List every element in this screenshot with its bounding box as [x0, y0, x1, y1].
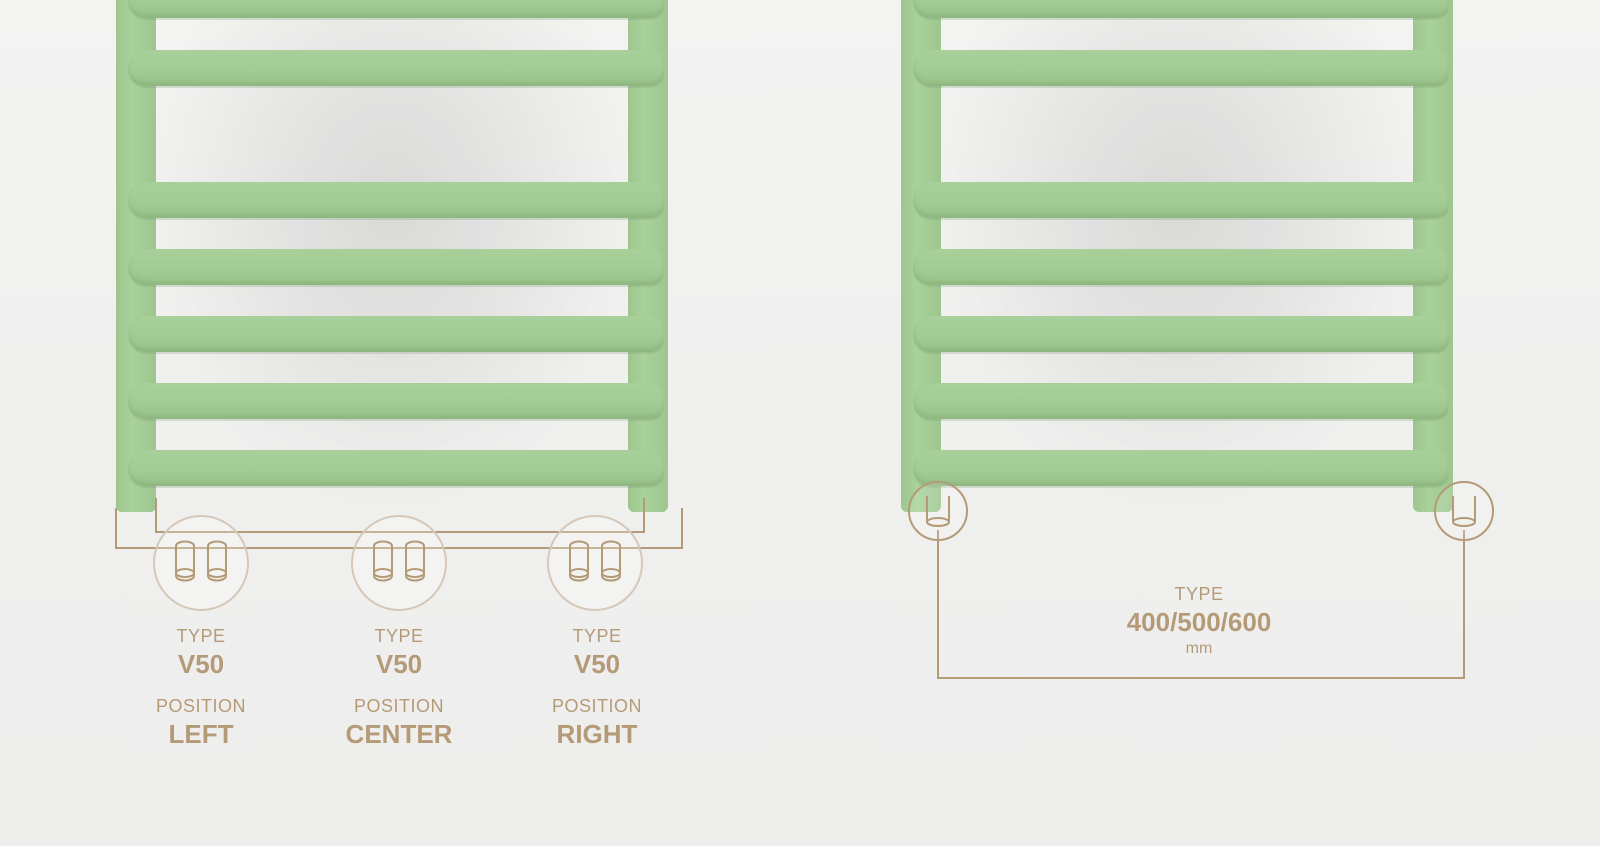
type-value: V50	[375, 649, 423, 679]
option-left: TYPE V50 POSITION LEFT	[131, 626, 271, 750]
radiator-bar	[913, 50, 1449, 86]
radiator-bar	[128, 383, 664, 419]
position-label: POSITION	[551, 696, 642, 716]
dimension-line-outer	[115, 508, 683, 549]
radiator-bar	[913, 383, 1449, 419]
connection-left	[908, 481, 968, 541]
spacing-value: 400/500/600	[1126, 607, 1272, 637]
position-value: CENTER	[345, 719, 453, 749]
position-value: LEFT	[168, 719, 234, 749]
option-right: TYPE V50 POSITION RIGHT	[527, 626, 667, 750]
position-value: RIGHT	[556, 719, 638, 749]
radiator-bar	[913, 316, 1449, 352]
radiator-bar	[913, 450, 1449, 486]
type-value: V50	[177, 649, 225, 679]
spacing-unit: mm	[1185, 640, 1213, 657]
valve-right	[547, 515, 643, 611]
type-label: TYPE	[176, 626, 226, 646]
radiator-left	[114, 0, 670, 512]
radiator-bar	[128, 450, 664, 486]
type-label: TYPE	[374, 626, 424, 646]
radiator-bar	[128, 0, 664, 18]
dimension-line-inner	[155, 498, 645, 533]
radiator-bar	[913, 249, 1449, 285]
spacing-bracket	[937, 530, 1465, 679]
radiator-bar	[913, 0, 1449, 18]
radiator-bar	[128, 316, 664, 352]
position-label: POSITION	[353, 696, 444, 716]
position-label: POSITION	[155, 696, 246, 716]
radiator-bar	[128, 249, 664, 285]
valve-center	[351, 515, 447, 611]
radiator-right	[899, 0, 1455, 512]
connection-right	[1434, 481, 1494, 541]
option-center: TYPE V50 POSITION CENTER	[329, 626, 469, 750]
radiator-bar	[128, 182, 664, 218]
valve-left	[153, 515, 249, 611]
type-value: V50	[573, 649, 621, 679]
radiator-bar	[128, 50, 664, 86]
radiator-bar	[913, 182, 1449, 218]
spacing-type-label: TYPE	[1174, 584, 1224, 604]
spacing-label: TYPE 400/500/600 mm	[1099, 584, 1299, 658]
type-label: TYPE	[572, 626, 622, 646]
